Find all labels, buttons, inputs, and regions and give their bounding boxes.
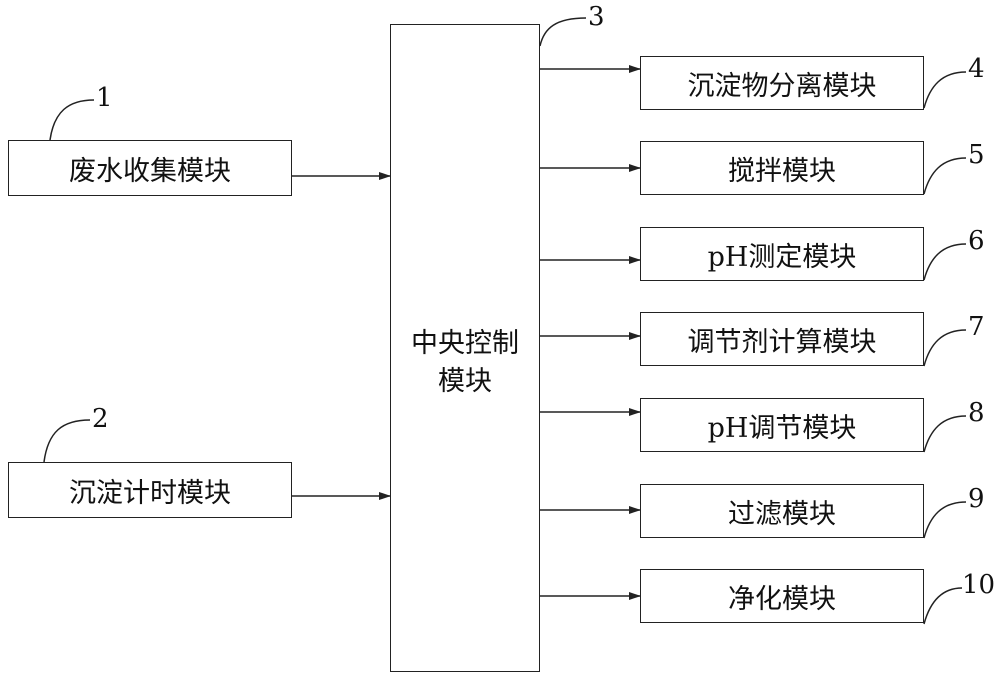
ref-numeral-5: 5 (968, 140, 985, 170)
box-stirring: 搅拌模块 (640, 141, 924, 195)
box-central-control: 中央控制 模块 (390, 24, 540, 672)
leader-4 (923, 71, 967, 109)
center-label-line1: 中央控制 (411, 328, 519, 359)
box-label: 沉淀物分离模块 (687, 70, 877, 102)
ref-numeral-3: 3 (588, 2, 605, 32)
box-label: pH测定模块 (707, 241, 857, 273)
box-label: 废水收集模块 (69, 155, 231, 187)
leader-10 (923, 587, 963, 625)
leader-6 (923, 243, 967, 281)
box-ph-adjustment: pH调节模块 (640, 398, 924, 452)
box-label: pH调节模块 (707, 412, 857, 444)
box-label: 过滤模块 (728, 498, 836, 530)
leader-9 (923, 501, 967, 539)
ref-numeral-8: 8 (968, 398, 985, 428)
ref-numeral-9: 9 (968, 484, 985, 514)
ref-numeral-1: 1 (96, 83, 113, 113)
leader-2 (43, 419, 91, 463)
box-label: 净化模块 (728, 583, 836, 615)
ref-numeral-10: 10 (962, 570, 996, 600)
leader-5 (923, 157, 967, 195)
ref-numeral-6: 6 (968, 226, 985, 256)
box-ph-measurement: pH测定模块 (640, 227, 924, 281)
box-label: 沉淀计时模块 (69, 477, 231, 509)
leader-8 (923, 415, 967, 453)
ref-numeral-2: 2 (92, 404, 109, 434)
leader-3 (539, 17, 587, 47)
box-sediment-separation: 沉淀物分离模块 (640, 56, 924, 110)
box-regulator-calculation: 调节剂计算模块 (640, 312, 924, 366)
box-waste-water-collection: 废水收集模块 (8, 140, 292, 196)
center-label-line2: 模块 (438, 366, 492, 397)
box-sedimentation-timer: 沉淀计时模块 (8, 462, 292, 518)
ref-numeral-7: 7 (968, 312, 985, 342)
leader-1 (49, 99, 95, 141)
box-filtration: 过滤模块 (640, 484, 924, 538)
leader-7 (923, 329, 967, 367)
box-label: 调节剂计算模块 (687, 326, 877, 358)
ref-numeral-4: 4 (968, 54, 985, 84)
box-label: 搅拌模块 (728, 155, 836, 187)
box-purification: 净化模块 (640, 569, 924, 623)
